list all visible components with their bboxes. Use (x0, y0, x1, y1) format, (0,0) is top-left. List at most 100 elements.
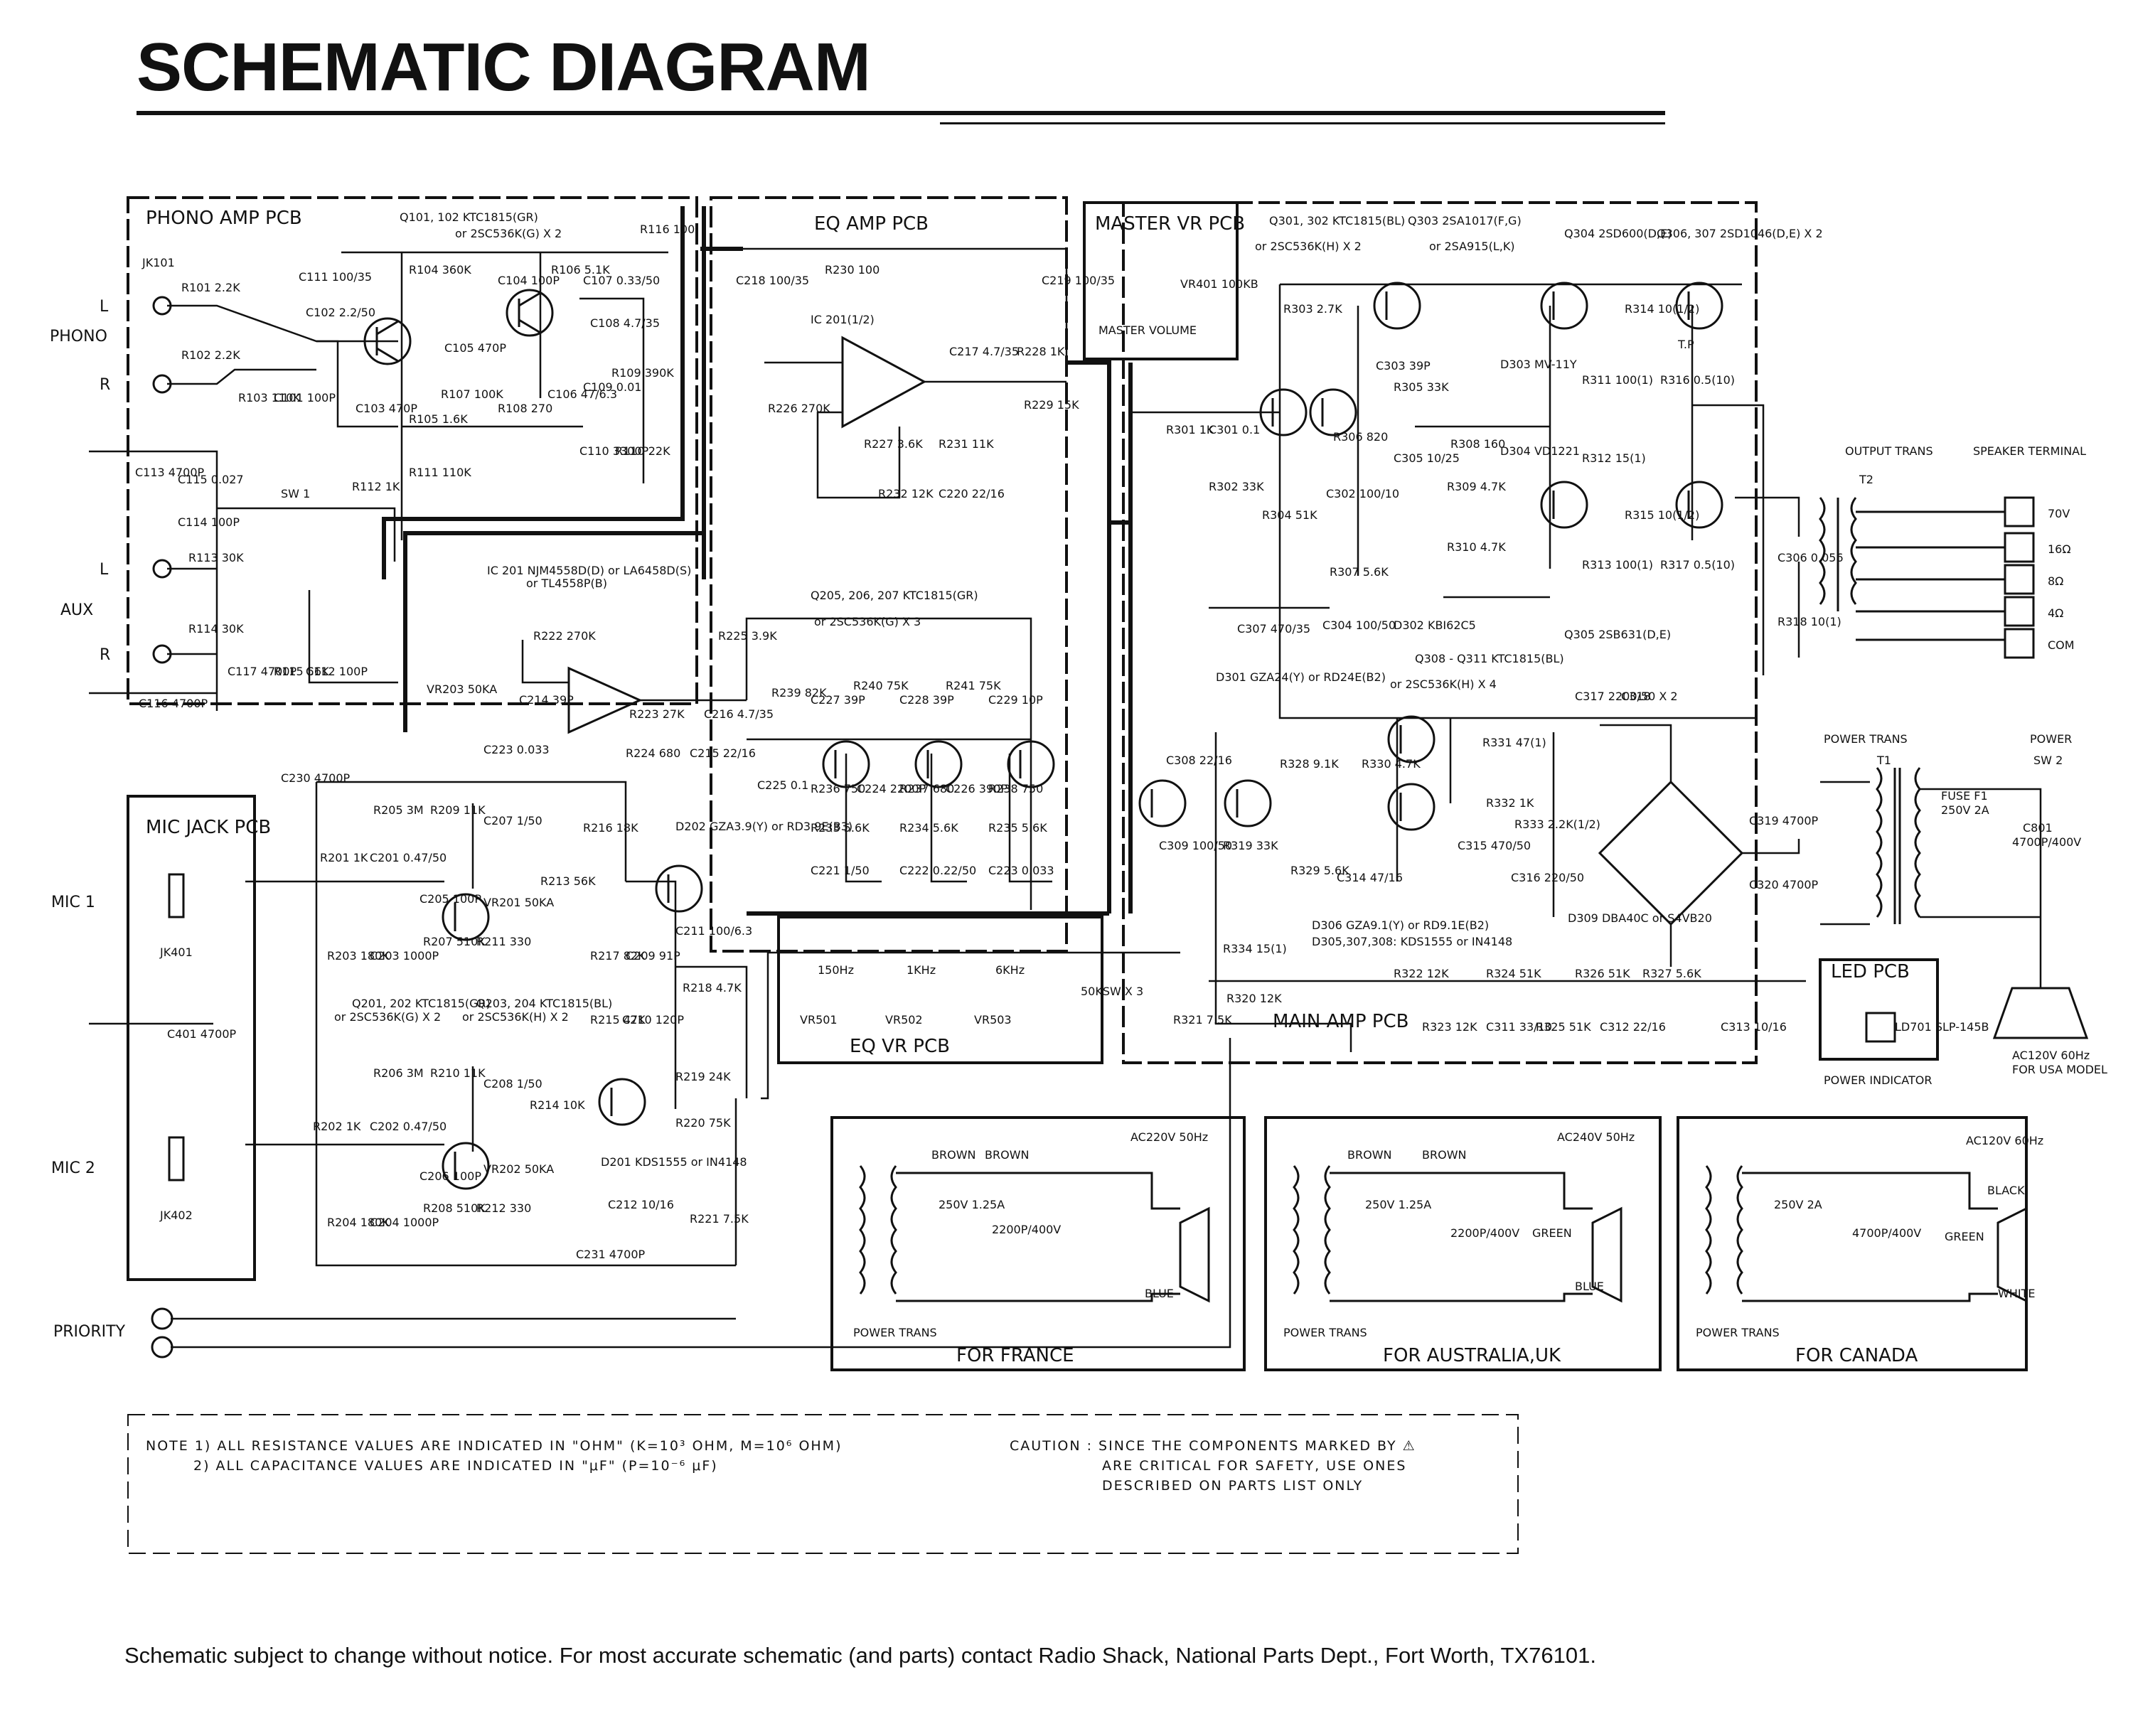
note-q308b: or 2SC536K(H) X 4 (1390, 677, 1497, 691)
speaker-terminal-com (2004, 628, 2035, 659)
phono-r-jack (152, 374, 172, 394)
transistor-q304 (1540, 282, 1588, 330)
label-tap-com: COM (2048, 638, 2075, 652)
footer-disclaimer: Schematic subject to change without noti… (124, 1643, 1596, 1668)
label-sw1: SW 1 (281, 487, 310, 500)
label-aux: AUX (60, 601, 93, 619)
output-trans-primary (1819, 497, 1826, 605)
label-for-canada: FOR CANADA (1795, 1345, 1918, 1366)
label-c306: C306 0.056 (1778, 551, 1844, 564)
label-vr203: VR203 50KA (427, 682, 497, 696)
label-c231: C231 4700P (576, 1248, 646, 1261)
label-c103: C103 470P (356, 402, 417, 415)
label-vr501: VR501 (800, 1013, 838, 1027)
power-trans-secondary (1876, 767, 1883, 918)
label-c224: C224 2200P (857, 782, 926, 795)
france-box (830, 1116, 1246, 1371)
label-r222: R222 270K (533, 629, 596, 643)
label-r237: R237 680 (899, 782, 954, 795)
note-q201: Q201, 202 KTC1815(GR) (352, 997, 491, 1010)
transistor-q306 (1675, 282, 1723, 330)
label-150hz: 150Hz (818, 963, 854, 977)
output-trans-secondary (1850, 497, 1857, 605)
label-c218: C218 100/35 (736, 274, 809, 287)
label-priority: PRIORITY (53, 1323, 126, 1341)
label-r327: R327 5.6K (1642, 967, 1701, 980)
label-australia-wire3: BLUE (1575, 1280, 1604, 1293)
eq-amp-pcb-outline (710, 196, 1068, 953)
label-c203: C203 1000P (370, 949, 439, 963)
label-aux-right: R (100, 646, 110, 664)
power-trans-primary (1914, 767, 1921, 918)
speaker-terminal-70v (2004, 496, 2035, 527)
label-r301: R301 1K (1166, 423, 1214, 436)
label-r111: R111 110K (409, 466, 471, 479)
bus-a-left (382, 206, 685, 579)
label-australia-wire4: GREEN (1532, 1226, 1572, 1240)
label-australia-cap: 2200P/400V (1450, 1226, 1519, 1240)
label-r233: R233 5.6K (811, 821, 870, 835)
label-r202: R202 1K (313, 1120, 361, 1133)
label-r206: R206 3M (373, 1066, 424, 1080)
label-r323: R323 12K (1422, 1020, 1477, 1034)
label-r112: R112 1K (352, 480, 400, 493)
label-r238: R238 750 (988, 782, 1043, 795)
wire-mic-vcc (316, 781, 627, 882)
note-q301: Q301, 302 KTC1815(BL) (1269, 214, 1405, 227)
label-france-wire1: BROWN (931, 1148, 975, 1162)
label-r302: R302 33K (1209, 480, 1264, 493)
label-phono-amp-pcb: PHONO AMP PCB (146, 208, 302, 229)
label-canada-wire1: BLACK (1987, 1184, 2025, 1197)
connectors (151, 296, 2089, 1359)
transistor-notes: Q101, 102 KTC1815(GR) or 2SC536K(G) X 2 … (334, 210, 1823, 1169)
label-c229: C229 10P (988, 693, 1043, 707)
label-c101: C101 100P (274, 391, 336, 404)
transistor-q301 (1259, 388, 1308, 436)
label-aux-left: L (100, 561, 109, 579)
transistor-q305 (1540, 481, 1588, 529)
speaker-terminal-4 (2004, 596, 2035, 627)
aux-l-jack (152, 559, 172, 579)
caution-line3: DESCRIBED ON PARTS LIST ONLY (1102, 1478, 1363, 1494)
note-q101b: or 2SC536K(G) X 2 (455, 227, 562, 240)
label-tap-8: 8Ω (2048, 574, 2063, 588)
notes-box (127, 1414, 1519, 1554)
label-vr401: VR401 100KB (1180, 277, 1258, 291)
label-c305: C305 10/25 (1394, 451, 1460, 465)
label-canada-ac: AC120V 60Hz (1966, 1134, 2043, 1147)
label-phono: PHONO (50, 328, 107, 345)
note-ic201: IC 201 NJM4558D(D) or LA6458D(S) (487, 564, 691, 577)
label-jk401: JK401 (159, 945, 193, 959)
main-amp-pcb-outline (1122, 201, 1758, 1064)
note-resistance: NOTE 1) ALL RESISTANCE VALUES ARE INDICA… (146, 1438, 843, 1454)
label-c314: C314 47/16 (1337, 871, 1403, 884)
label-r115: R115 56K (274, 665, 329, 678)
wire-primary-top (1920, 788, 2042, 960)
label-c202: C202 0.47/50 (370, 1120, 447, 1133)
label-c309: C309 100/50 (1159, 839, 1232, 852)
label-for-australia-uk: FOR AUSTRALIA,UK (1383, 1345, 1561, 1366)
label-r215: R215 47K (590, 1013, 646, 1027)
label-r240: R240 75K (853, 679, 909, 692)
label-c214: C214 39P (519, 693, 574, 707)
label-r328: R328 9.1K (1280, 757, 1339, 771)
label-c401: C401 4700P (167, 1027, 237, 1041)
label-r214: R214 10K (530, 1098, 585, 1112)
label-c211: C211 100/6.3 (675, 924, 752, 938)
label-australia-wire2: BROWN (1422, 1148, 1466, 1162)
label-r102: R102 2.2K (181, 348, 240, 362)
wire-eq-net (579, 297, 645, 483)
label-r239: R239 82K (771, 686, 827, 700)
label-canada-fuse: 250V 2A (1774, 1198, 1822, 1211)
label-r304: R304 51K (1262, 508, 1317, 522)
wire-mic-gnd (315, 782, 736, 1267)
label-c106: C106 47/6.3 (547, 387, 617, 401)
pcb-outlines (127, 196, 2028, 1554)
label-c318: C318 (1621, 690, 1651, 703)
label-c320: C320 4700P (1749, 878, 1819, 891)
label-c307: C307 470/35 (1237, 622, 1310, 636)
label-c208: C208 1/50 (483, 1077, 542, 1091)
label-usa-plug: AC120V 60Hz (2012, 1049, 2090, 1062)
label-c102: C102 2.2/50 (306, 306, 375, 319)
